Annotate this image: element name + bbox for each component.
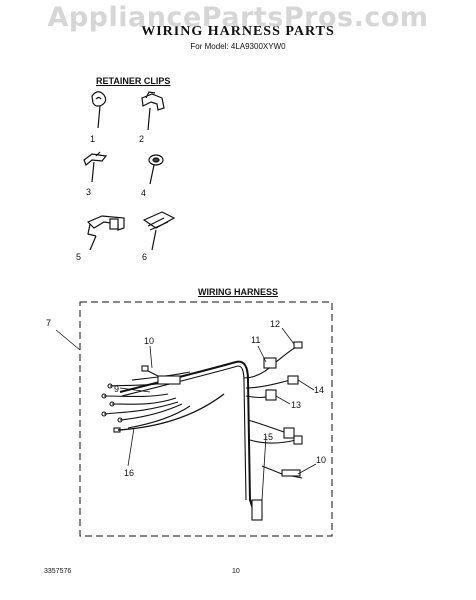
harness-label-16: 16 — [124, 468, 134, 478]
harness-dashed-frame — [79, 301, 333, 537]
document-number: 3357576 — [44, 568, 72, 575]
clip-6-drawing — [142, 211, 176, 251]
wiring-harness-heading: WIRING HARNESS — [197, 287, 278, 297]
harness-label-12: 12 — [270, 319, 280, 329]
page-number: 10 — [232, 568, 240, 575]
watermark: AppliancePartsPros.com — [47, 2, 429, 33]
clip-1-drawing — [91, 91, 107, 129]
harness-label-10a: 10 — [144, 336, 154, 346]
page-title: WIRING HARNESS PARTS — [141, 24, 335, 39]
harness-label-13: 13 — [291, 400, 301, 410]
retainer-clips-heading: RETAINER CLIPS — [96, 76, 171, 86]
clip-label-5: 5 — [76, 252, 81, 262]
clip-label-2: 2 — [139, 134, 144, 144]
clip-4-drawing — [148, 154, 164, 185]
harness-label-10b: 10 — [316, 455, 326, 465]
harness-label-11: 11 — [251, 335, 260, 345]
model-subtitle: For Model: 4LA9300XYW0 — [190, 42, 286, 51]
clip-label-3: 3 — [86, 187, 91, 197]
clip-5-drawing — [86, 215, 125, 251]
harness-label-14: 14 — [314, 385, 324, 395]
clip-label-1: 1 — [90, 134, 95, 144]
harness-label-7: 7 — [46, 318, 51, 328]
clip-2-drawing — [141, 91, 165, 131]
harness-bundle-drawing — [101, 341, 303, 521]
clip-label-4: 4 — [141, 188, 146, 198]
harness-label-15: 15 — [263, 432, 273, 442]
harness-leader-lines — [55, 327, 317, 501]
harness-label-9: 9 — [114, 384, 119, 394]
clip-label-6: 6 — [142, 252, 147, 262]
clip-3-drawing — [83, 151, 108, 183]
